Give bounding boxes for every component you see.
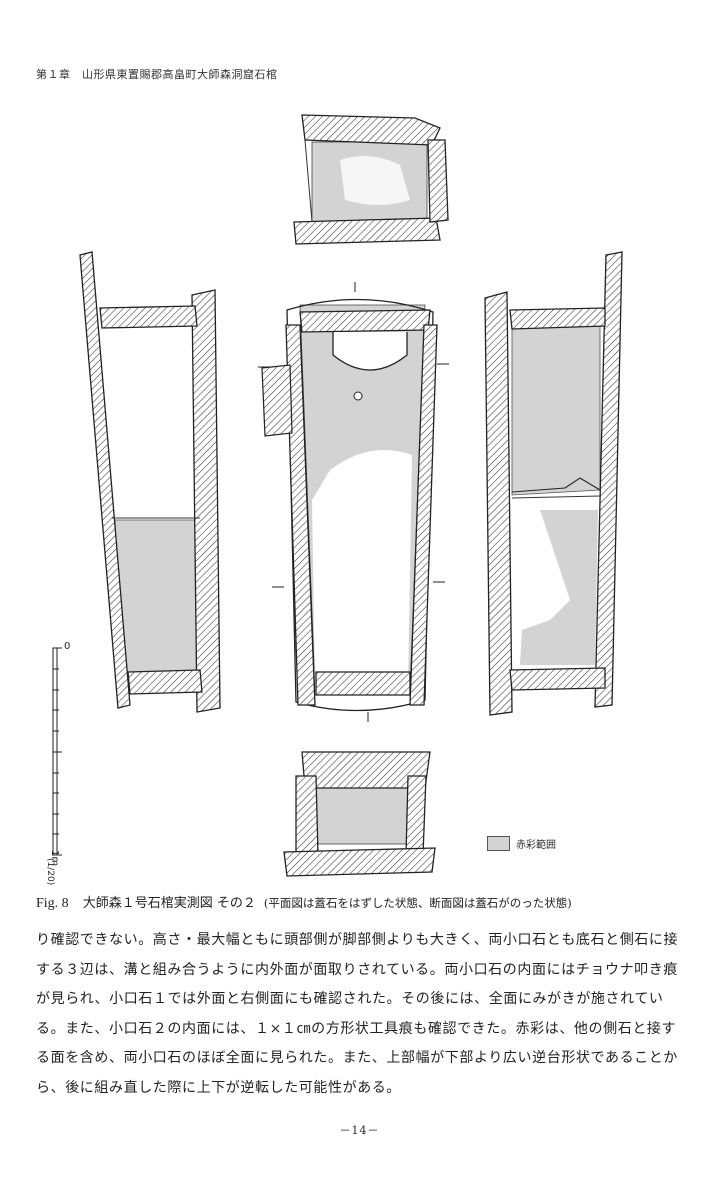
center-left-wall [285,324,316,706]
center-side-fragment [261,364,293,437]
stone-coffin-drawing: 0 1m (1/20) 赤彩範囲 [45,114,623,886]
right-side-outer-slab [594,251,623,708]
body-paragraph: り確認できない。高さ・最大幅ともに頭部側が脚部側よりも大きく、両小口石とも底石と… [36,932,679,1096]
figure-title: 大師森１号石棺実測図 その２ [82,896,256,911]
top-end-lower-slab [293,217,441,245]
right-side-top-crossbar [509,307,606,330]
left-side-inner-slab [191,289,221,713]
left-side-bottom-crossbar [127,669,203,695]
center-head-slab [299,309,431,333]
bottom-end-section [283,751,436,877]
page-number: －14－ [339,1124,380,1137]
scale-bar [52,647,62,856]
body-text: り確認できない。高さ・最大幅ともに頭部側が脚部側よりも大きく、両小口石とも底石と… [36,926,688,1103]
left-side-outer-slab [79,251,131,709]
top-end-section [293,114,449,245]
center-plan [258,282,449,722]
left-side-top-crossbar [99,305,198,329]
top-end-side-slab [427,139,449,223]
top-end-upper-slab [301,114,441,146]
legend-swatch [487,836,510,851]
legend-label: 赤彩範囲 [516,840,556,851]
legend: 赤彩範囲 [487,836,556,851]
bottom-end-base-slab [283,847,436,877]
right-side-section [484,251,623,716]
coffin-drawing-svg [52,114,623,877]
left-side-section [79,251,221,713]
figure-number: Fig. 8 [36,896,69,911]
bottom-end-left-slab [295,775,319,856]
right-side-bottom-crossbar [509,667,606,691]
scale-ratio-label: (1/20) [45,858,55,886]
figure-caption: Fig. 8 大師森１号石棺実測図 その２ (平面図は蓋石をはずした状態、断面図は蓋… [36,892,572,912]
figure-note: (平面図は蓋石をはずした状態、断面図は蓋石がのった状態) [263,896,572,910]
right-side-inner-slab [484,291,513,716]
center-right-wall [409,324,438,706]
center-headrest [332,332,408,371]
center-foot-slab [315,671,411,696]
bottom-end-right-slab [405,775,427,856]
chapter-header: 第１章 山形県東置賜郡高畠町大師森洞窟石棺 [36,68,278,81]
scale-zero-label: 0 [64,641,71,652]
